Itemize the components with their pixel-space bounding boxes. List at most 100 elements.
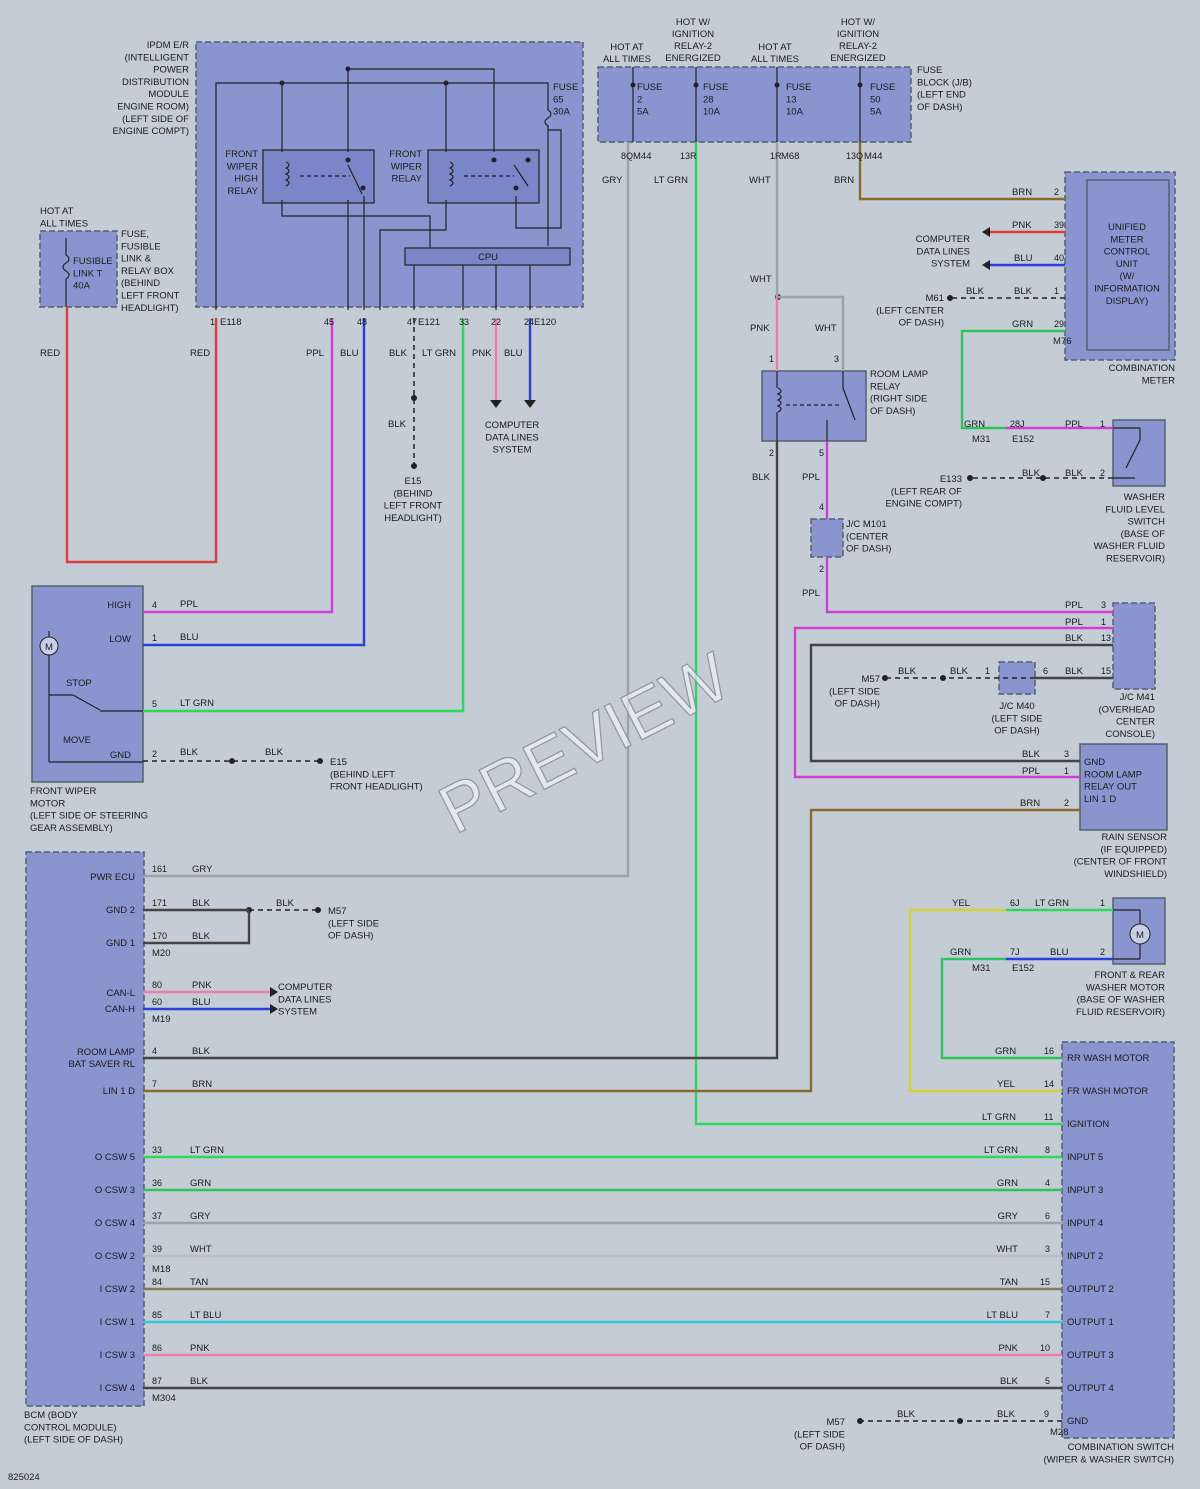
arrowheads (270, 227, 990, 1014)
combo-switch-pin-label: OUTPUT 2 (1067, 1284, 1114, 1295)
combo-switch-pin-label: GND (1067, 1416, 1088, 1427)
meter-unit-label: DISPLAY) (1106, 296, 1149, 307)
ground-e133-label: E133 (940, 474, 962, 485)
pin-number: 39 (152, 1244, 162, 1254)
bcm-pin-label: PWR ECU (90, 872, 135, 883)
bcm-pin-label: I CSW 3 (100, 1350, 135, 1361)
fuse-relay-box-label: FUSIBLE (121, 241, 161, 252)
pin-number: 4 (819, 502, 824, 512)
rain-sensor-pin-label: RELAY OUT (1084, 782, 1137, 793)
hot-at-all-times-label: ALL TIMES (40, 218, 88, 229)
fuse-header-label: ALL TIMES (603, 54, 651, 65)
meter-unit-label: METER (1110, 234, 1143, 245)
room-lamp-relay-label: (RIGHT SIDE (870, 394, 927, 405)
jc-m41-label: (OVERHEAD (1099, 704, 1156, 715)
pin-number: 3 (834, 354, 839, 364)
room-lamp-relay-box (761, 370, 867, 442)
fuse-65-label: FUSE (553, 82, 578, 93)
fuse-label: 10A (703, 107, 721, 118)
wire-color-label: BLK (898, 666, 917, 677)
combo-switch-label: COMBINATION SWITCH (1068, 1442, 1175, 1453)
pin-number: 36 (152, 1178, 162, 1188)
combo-switch-box (1061, 1041, 1175, 1439)
pin-number: 80 (152, 980, 162, 990)
pin-number: 1 (1054, 286, 1059, 296)
wire-color-label: PNK (998, 1343, 1018, 1354)
pin-number: 28J (1010, 419, 1025, 429)
wire-color-label: BLU (1050, 947, 1069, 958)
wire-color-label: WHT (996, 1244, 1018, 1255)
pin-number: 2 (819, 564, 824, 574)
pin-number: 2 (769, 448, 774, 458)
bcm-pin-label: O CSW 4 (95, 1218, 135, 1229)
fuse-symbols (62, 67, 861, 307)
rain-sensor-pin-label: ROOM LAMP (1084, 769, 1142, 780)
washer-fluid-switch-label: SWITCH (1128, 517, 1166, 528)
front-wiper-high-relay-label: HIGH (234, 174, 258, 185)
pin-number: 37 (152, 1211, 162, 1221)
wires (65, 142, 1113, 1422)
connector-label: M31 (972, 963, 990, 974)
fuse-label: FUSE (786, 82, 811, 93)
connector-label: M20 (152, 948, 170, 959)
connector-label: M18 (152, 1264, 170, 1275)
pin-number: 84 (152, 1277, 162, 1287)
pin-number: 13R (680, 151, 697, 161)
bcm-pin-label: I CSW 4 (100, 1383, 135, 1394)
wire-color-label: PNK (190, 1343, 210, 1354)
meter-unit-box (1086, 179, 1170, 351)
rain-sensor-label: (IF EQUIPPED) (1100, 844, 1167, 855)
wire-color-label: LT GRN (190, 1145, 224, 1156)
wire-color-label: BLK (1022, 468, 1041, 479)
pin-number: 33 (152, 1145, 162, 1155)
fusible-link-label: FUSIBLE (73, 256, 113, 267)
connector-label: E152 (1012, 434, 1034, 445)
wire-color-label: LT GRN (422, 348, 456, 359)
washer-fluid-switch-box (1112, 419, 1166, 487)
pin-number: 33 (459, 317, 469, 327)
ground-e15-label: LEFT FRONT (384, 501, 443, 512)
fusible-link-box (39, 230, 118, 308)
wire-color-label: PNK (750, 323, 770, 334)
wiper-motor-pin-label: STOP (66, 678, 92, 689)
pin-number: 14 (1044, 1079, 1054, 1089)
fuse-relay-box-label: HEADLIGHT) (121, 303, 179, 314)
ground-e15-label: HEADLIGHT) (384, 513, 442, 524)
bcm-label: (LEFT SIDE OF DASH) (24, 1435, 123, 1446)
wire-color-label: LT GRN (1035, 898, 1069, 909)
wire-color-label: BLK (192, 898, 211, 909)
connector-label: E118 (220, 317, 241, 328)
fuse-block-label: FUSE (917, 65, 942, 76)
cpu-label: CPU (478, 252, 498, 263)
jc-m101-label: OF DASH) (846, 544, 891, 555)
fuse-header-label: RELAY-2 (839, 41, 877, 52)
washer-fluid-switch-label: FLUID LEVEL (1105, 504, 1165, 515)
ground-m57-label: OF DASH) (328, 931, 373, 942)
jc-m101-label: J/C M101 (846, 519, 887, 530)
ground-e15-label: E15 (405, 476, 422, 487)
connector-label: E152 (1012, 963, 1034, 974)
jc-m41-box (1112, 602, 1156, 690)
wire-color-label: GRN (190, 1178, 211, 1189)
pin-number: 2 (1100, 468, 1105, 478)
wiper-motor-pin-label: GND (110, 750, 131, 761)
pin-number: 3 (1064, 749, 1069, 759)
front-wiper-relay-label: RELAY (392, 174, 423, 185)
wire-color-label: RED (40, 348, 60, 359)
bcm-pin-label: GND 1 (106, 938, 135, 949)
connector-label: M31 (972, 434, 990, 445)
fuse-header-label: HOT AT (758, 42, 792, 53)
washer-motor-label: (BASE OF WASHER (1077, 995, 1165, 1006)
front-wiper-high-relay-label: FRONT (225, 149, 258, 160)
wire-color-label: PPL (180, 599, 198, 610)
combo-switch-pin-label: OUTPUT 3 (1067, 1350, 1114, 1361)
fuse-relay-box-label: (BEHIND (121, 278, 160, 289)
fuse-header-label: ALL TIMES (751, 54, 799, 65)
ipdm-label: (LEFT SIDE OF (122, 114, 189, 125)
fuse-relay-box-label: LEFT FRONT (121, 291, 180, 302)
pin-number: 2 (1054, 187, 1059, 197)
pin-number: 40 (1054, 253, 1064, 263)
jc-m40-label: OF DASH) (994, 726, 1039, 737)
wire-color-label: BLU (192, 997, 211, 1008)
